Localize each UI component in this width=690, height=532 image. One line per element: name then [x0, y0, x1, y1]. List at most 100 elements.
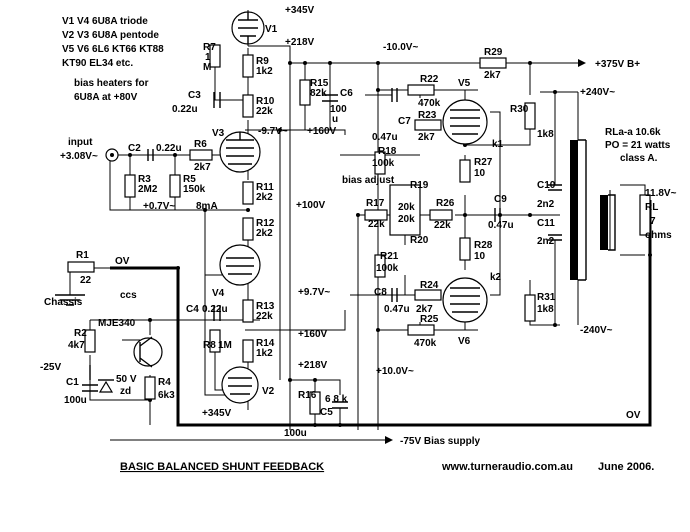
label-r4: R4: [158, 377, 171, 388]
label-r23: R23: [418, 110, 437, 121]
label-c6v: 100: [330, 104, 347, 115]
label-c11: C11: [537, 218, 555, 229]
label-c5v: 100u: [284, 428, 307, 439]
label-r23v: 2k7: [418, 132, 435, 143]
tube-v2: [221, 366, 259, 404]
label-r30v: 1k8: [537, 129, 554, 140]
label-r20v: 20k: [398, 214, 415, 225]
label-r16v: 6 8 k: [325, 394, 348, 405]
note-tubes-4: KT90 EL34 etc.: [62, 58, 133, 69]
label-v3: V3: [212, 128, 225, 139]
label-r2: R2: [74, 328, 87, 339]
note-tubes-3: V5 V6 6L6 KT66 KT88: [62, 44, 164, 55]
label-r13v: 22k: [256, 311, 273, 322]
volt-ov-right: OV: [626, 410, 641, 421]
component-labels: R7 1 M R9 1k2 R10 22k C3 0.22u C2 0.22u …: [64, 42, 556, 439]
label-r26v: 22k: [434, 220, 451, 231]
note-tubes-1: V1 V4 6U8A triode: [62, 16, 148, 27]
label-zd: zd: [120, 386, 131, 397]
label-r5v: 150k: [183, 184, 206, 195]
label-c8: C8: [374, 287, 387, 298]
label-mje340: MJE340: [98, 318, 136, 329]
label-r7m: M: [203, 62, 211, 73]
volt-100: +100V: [296, 200, 326, 211]
note-load-rl: RL: [645, 202, 658, 213]
label-r2v: 4k7: [68, 340, 85, 351]
label-c3: C3: [188, 90, 201, 101]
note-load-ohms: ohms: [645, 230, 672, 241]
label-zdv: 50 V: [116, 374, 137, 385]
label-r1: R1: [76, 250, 89, 261]
label-r25: R25: [420, 314, 439, 325]
label-r12v: 2k2: [256, 228, 273, 239]
label-r21v: 100k: [376, 263, 399, 274]
volt-m97: -9.7V~: [258, 126, 288, 137]
label-c2: C2: [128, 143, 141, 154]
label-r17: R17: [366, 198, 385, 209]
label-r10v: 22k: [256, 106, 273, 117]
label-r22: R22: [420, 74, 439, 85]
capacitors: [82, 88, 562, 409]
label-v2: V2: [262, 386, 275, 397]
label-r3v: 2M2: [138, 184, 158, 195]
label-c4v: 0.22u: [202, 304, 228, 315]
tube-notes: V1 V4 6U8A triode V2 V3 6U8A pentode V5 …: [62, 16, 164, 103]
label-c9: C9: [494, 194, 507, 205]
volt-345-bot: +345V: [202, 408, 232, 419]
transistor-mje340: [133, 336, 163, 368]
volt-ov-left: OV: [115, 256, 130, 267]
label-r24v: 2k7: [416, 304, 433, 315]
label-bias-adjust: bias adjust: [342, 175, 395, 186]
label-r13: R13: [256, 301, 275, 312]
label-r8: R8: [203, 340, 216, 351]
note-po: PO = 21 watts: [605, 140, 671, 151]
label-r7v: 1: [205, 52, 211, 63]
footer: BASIC BALANCED SHUNT FEEDBACK www.turner…: [120, 461, 654, 473]
label-r10: R10: [256, 96, 275, 107]
volt-8ma: 8mA: [196, 201, 218, 212]
label-r14v: 1k2: [256, 348, 273, 359]
label-c3v: 0.22u: [172, 104, 198, 115]
label-r15v: 82k: [310, 88, 327, 99]
label-r30: R30: [510, 104, 529, 115]
label-c10: C10: [537, 180, 556, 191]
label-r11v: 2k2: [256, 192, 273, 203]
label-r12: R12: [256, 218, 275, 229]
label-c11v: 2n2: [537, 236, 555, 247]
label-c4: C4: [186, 304, 199, 315]
label-k2: k2: [490, 272, 502, 283]
label-r25v: 470k: [414, 338, 437, 349]
zener-diode: [98, 379, 114, 393]
volt-p10: +10.0V~: [376, 366, 414, 377]
label-r9: R9: [256, 56, 269, 67]
label-ccs: ccs: [120, 290, 137, 301]
label-r7: R7: [203, 42, 216, 53]
wiring: [69, 10, 652, 444]
note-class: class A.: [620, 153, 658, 164]
label-r4v: 6k3: [158, 390, 175, 401]
label-r17v: 22k: [368, 219, 385, 230]
note-load-7: 7: [650, 216, 656, 227]
label-r29v: 2k7: [484, 70, 501, 81]
label-v1: V1: [265, 24, 278, 35]
volt-218-top: +218V: [285, 37, 315, 48]
label-input: input: [68, 137, 93, 148]
junction-dots: [128, 61, 652, 427]
misc-labels: input Chassis ccs MJE340 bias adjust k1 …: [44, 137, 504, 329]
resistors: [67, 44, 651, 415]
date: June 2006.: [598, 461, 654, 473]
tube-v1: [231, 11, 265, 45]
note-rla: RLa-a 10.6k: [605, 127, 661, 138]
tube-v6: [442, 277, 488, 323]
label-v6: V6: [458, 336, 471, 347]
label-c7: C7: [398, 116, 411, 127]
label-v5: V5: [458, 78, 471, 89]
tube-v5: [442, 99, 488, 145]
voltage-labels: +345V +218V -10.0V~ +375V B+ +240V~ -9.7…: [40, 5, 641, 447]
volt-240: +240V~: [580, 87, 615, 98]
label-c9v: 0.47u: [488, 220, 514, 231]
volt-218-bot: +218V: [298, 360, 328, 371]
label-r27: R27: [474, 157, 493, 168]
label-r11: R11: [256, 182, 274, 193]
label-k1: k1: [492, 139, 504, 150]
